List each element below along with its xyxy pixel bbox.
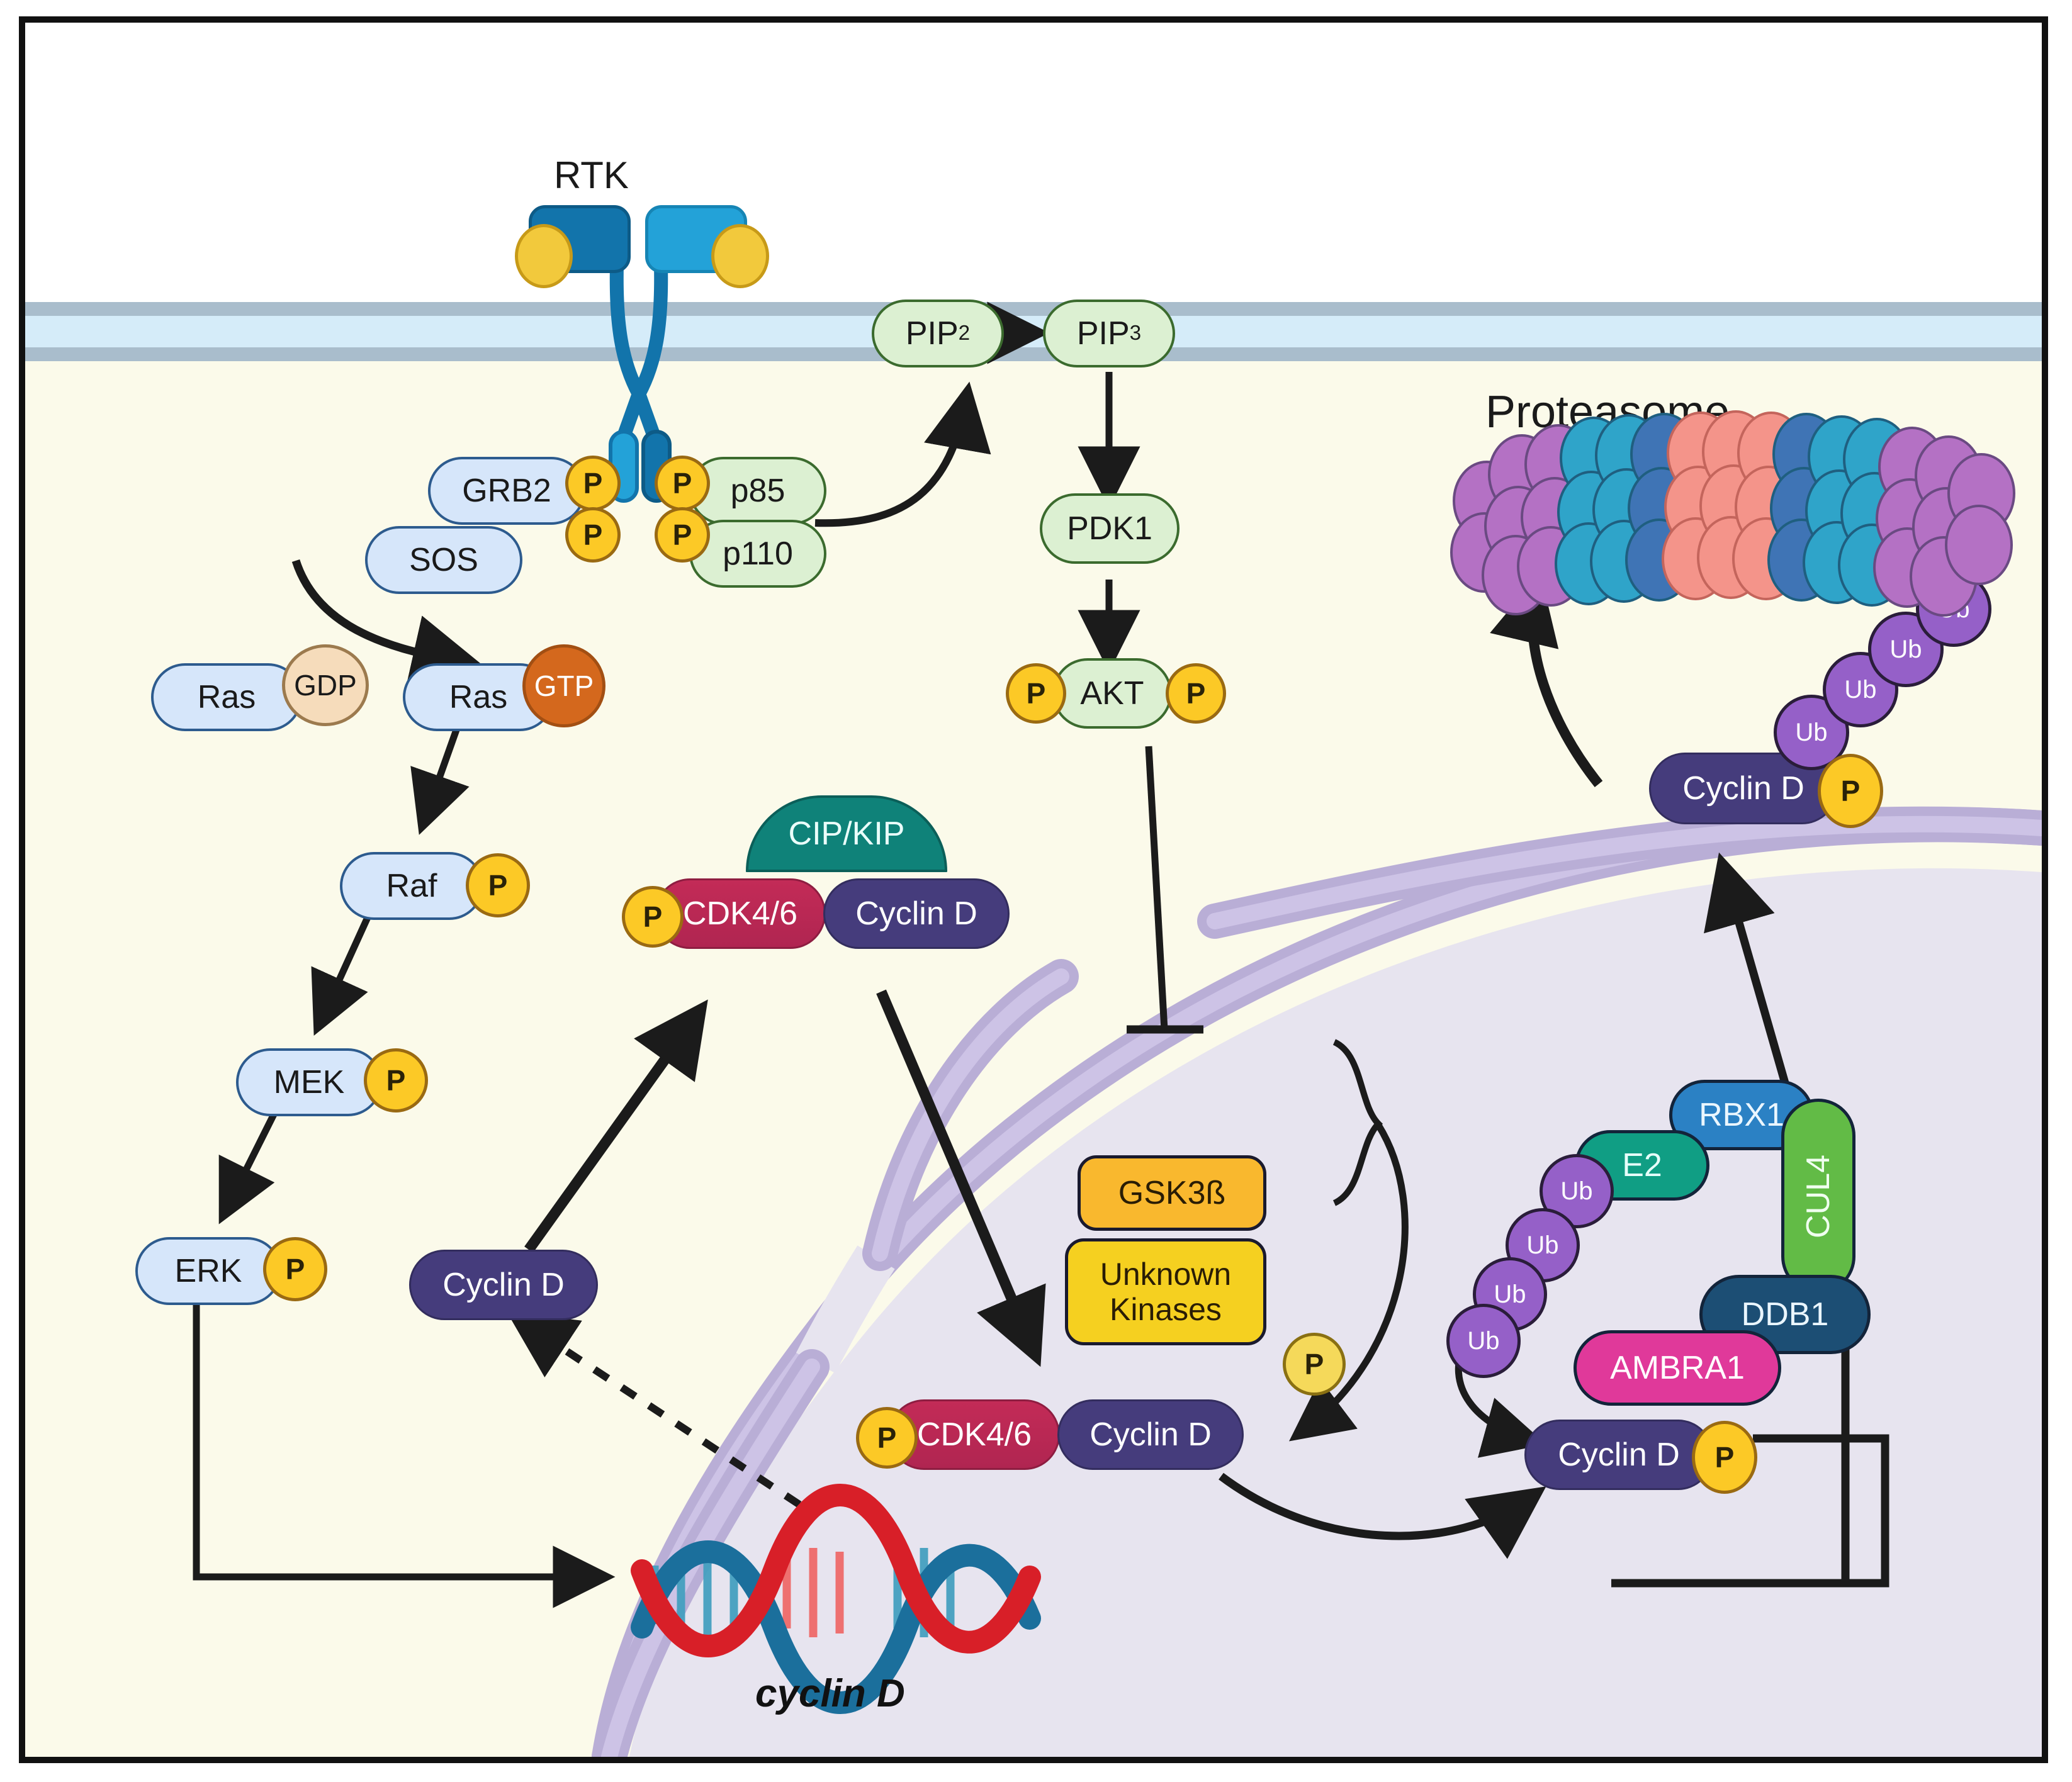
compartments-layer bbox=[25, 23, 2042, 1757]
receptor-stalk-left bbox=[609, 264, 662, 440]
phospho-icon-rtk-3: P bbox=[655, 456, 710, 511]
cul4-label: CUL4 bbox=[1799, 1154, 1837, 1238]
dna-helix-icon bbox=[631, 1484, 1041, 1714]
rtk-label: RTK bbox=[554, 154, 629, 196]
cyclind-node-nuclear-complex[interactable]: Cyclin D bbox=[1057, 1399, 1244, 1470]
phospho-icon-erk: P bbox=[263, 1237, 327, 1301]
arrow-mek-to-erk bbox=[218, 1112, 277, 1224]
pip3-text: PIP bbox=[1076, 315, 1130, 352]
gdp-node: GDP bbox=[282, 644, 369, 726]
receptor-stalk-right bbox=[616, 264, 668, 440]
ubiquitin-icon-n4: Ub bbox=[1446, 1304, 1521, 1378]
phospho-icon-transferred: P bbox=[1283, 1333, 1346, 1396]
gsk3b-node[interactable]: GSK3ß bbox=[1078, 1155, 1266, 1231]
arrow-raf-to-mek bbox=[311, 914, 372, 1036]
brace-kinases bbox=[1332, 1039, 1383, 1206]
arrow-to-proteasome bbox=[1490, 572, 1603, 787]
membrane-inner-leaflet bbox=[25, 347, 2042, 361]
cyclind-node-cytoplasmic-complex[interactable]: Cyclin D bbox=[823, 878, 1010, 949]
grb2-node[interactable]: GRB2 bbox=[428, 457, 585, 525]
unknown-kinases-node[interactable]: Unknown Kinases bbox=[1065, 1238, 1266, 1345]
proteasome-label: Proteasome bbox=[1485, 387, 1730, 437]
cyclind-gene-label: cyclin D bbox=[755, 1672, 905, 1715]
phospho-icon-cdk-cytoplasmic: P bbox=[622, 886, 684, 948]
ras-inactive-node[interactable]: Ras bbox=[151, 663, 302, 731]
line-cyclind-export-path-a bbox=[1753, 1434, 1889, 1588]
cyclind-node-ubiquitinated[interactable]: Cyclin D bbox=[1649, 753, 1838, 824]
p110-node[interactable]: p110 bbox=[689, 520, 826, 588]
raf-node[interactable]: Raf bbox=[340, 852, 483, 920]
arrow-transcription-to-cyclind bbox=[506, 1311, 802, 1508]
pip2-subscript: 2 bbox=[958, 321, 971, 345]
cyclind-node-free[interactable]: Cyclin D bbox=[409, 1250, 598, 1320]
proteasome-icon bbox=[1450, 410, 2015, 617]
phospho-icon-ubiquitinated-cyclind: P bbox=[1818, 754, 1883, 828]
arrow-nuclear-complex-to-substrate bbox=[1219, 1472, 1546, 1559]
phospho-icon-akt-right: P bbox=[1166, 663, 1226, 724]
arrow-cyclind-to-cipkip-complex bbox=[524, 999, 708, 1253]
mek-node[interactable]: MEK bbox=[236, 1048, 382, 1116]
cul4-node[interactable]: CUL4 bbox=[1781, 1099, 1855, 1294]
pip3-subscript: 3 bbox=[1129, 321, 1142, 345]
receptor-layer bbox=[609, 264, 672, 503]
phospho-icon-rtk-4: P bbox=[655, 507, 710, 563]
phospho-icon-nuclear-substrate: P bbox=[1692, 1421, 1757, 1494]
cip-kip-node[interactable]: CIP/KIP bbox=[746, 795, 947, 872]
ligand-icon-left bbox=[515, 224, 573, 288]
pip2-text: PIP bbox=[905, 315, 959, 352]
membrane-core bbox=[25, 316, 2042, 347]
phospho-icon-cdk-nuclear: P bbox=[856, 1407, 918, 1469]
unknown-kinases-line2: Kinases bbox=[1110, 1292, 1222, 1327]
p85-node[interactable]: p85 bbox=[689, 457, 826, 525]
arrow-erk-to-cyclind-gene bbox=[193, 1300, 616, 1608]
line-akt-to-gsk3b bbox=[1145, 746, 1168, 1030]
ubiquitin-icon-c4: Ub bbox=[1916, 571, 1991, 647]
ubiquitin-icon-n2: Ub bbox=[1506, 1208, 1580, 1282]
erk-node[interactable]: ERK bbox=[135, 1237, 281, 1305]
arrow-p110-to-pip3 bbox=[814, 381, 991, 527]
sos-node[interactable]: SOS bbox=[365, 526, 522, 594]
phospho-icon-raf: P bbox=[466, 853, 530, 917]
phospho-icon-mek: P bbox=[364, 1048, 428, 1112]
unknown-kinases-line1: Unknown bbox=[1100, 1257, 1232, 1292]
akt-node[interactable]: AKT bbox=[1052, 658, 1172, 729]
dna-strand-red bbox=[631, 1484, 1041, 1657]
cyclind-node-nuclear-substrate[interactable]: Cyclin D bbox=[1524, 1420, 1713, 1490]
arrows-layer bbox=[193, 301, 1889, 1608]
phospho-icon-akt-left: P bbox=[1006, 663, 1066, 724]
arrow-ras-to-raf bbox=[410, 720, 470, 835]
phospho-icon-rtk-2: P bbox=[565, 507, 621, 563]
pdk1-node[interactable]: PDK1 bbox=[1040, 493, 1180, 564]
gtp-node: GTP bbox=[522, 644, 605, 727]
extracellular-space bbox=[25, 23, 2042, 305]
membrane-outer-leaflet bbox=[25, 302, 2042, 316]
ligand-icon-right bbox=[711, 224, 769, 288]
phospho-icon-rtk-1: P bbox=[565, 456, 621, 511]
arrow-cipkip-to-nuclear-complex bbox=[876, 989, 1046, 1367]
ambra1-node[interactable]: AMBRA1 bbox=[1574, 1330, 1781, 1406]
